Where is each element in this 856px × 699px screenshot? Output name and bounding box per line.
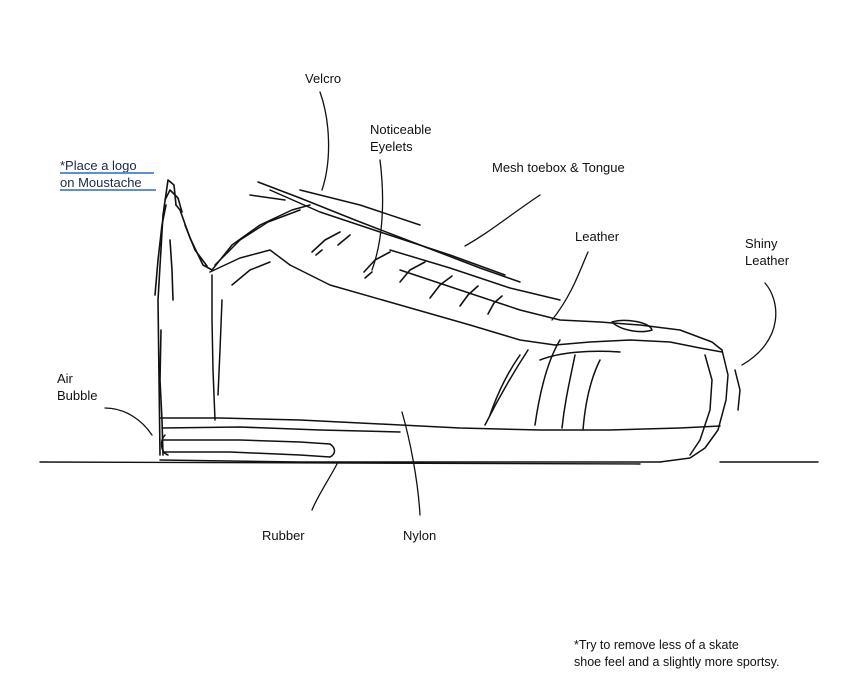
- leader-shiny-leather: [741, 282, 777, 366]
- leader-mesh: [464, 194, 541, 247]
- logo-underline-2: [60, 189, 156, 191]
- ground-line: [39, 461, 819, 465]
- heel-moustache: [154, 179, 213, 456]
- upper-body: [211, 249, 741, 463]
- label-mesh-toebox-tongue: Mesh toebox & Tongue: [492, 160, 625, 175]
- label-shiny-leather: Shiny Leather: [745, 236, 790, 268]
- leader-eyelets: [371, 159, 384, 271]
- callout-leaders: [104, 91, 777, 516]
- leader-leather: [551, 251, 589, 321]
- logo-underline-1: [60, 172, 154, 174]
- label-air-bubble: Air Bubble: [57, 371, 98, 403]
- leader-nylon: [401, 411, 421, 516]
- leader-air-bubble: [104, 407, 153, 436]
- leader-velcro: [319, 91, 330, 191]
- label-nylon: Nylon: [403, 528, 437, 543]
- label-leather: Leather: [575, 229, 620, 244]
- label-velcro: Velcro: [305, 71, 342, 86]
- sole: [159, 417, 721, 463]
- label-rubber: Rubber: [262, 528, 305, 543]
- label-noticeable-eyelets: Noticeable Eyelets: [370, 122, 432, 154]
- upper-collar: [209, 181, 556, 346]
- leader-rubber: [311, 461, 339, 511]
- label-place-logo-moustache: *Place a logo on Moustache: [60, 158, 142, 190]
- design-note: *Try to remove less of a skate shoe feel…: [574, 638, 780, 669]
